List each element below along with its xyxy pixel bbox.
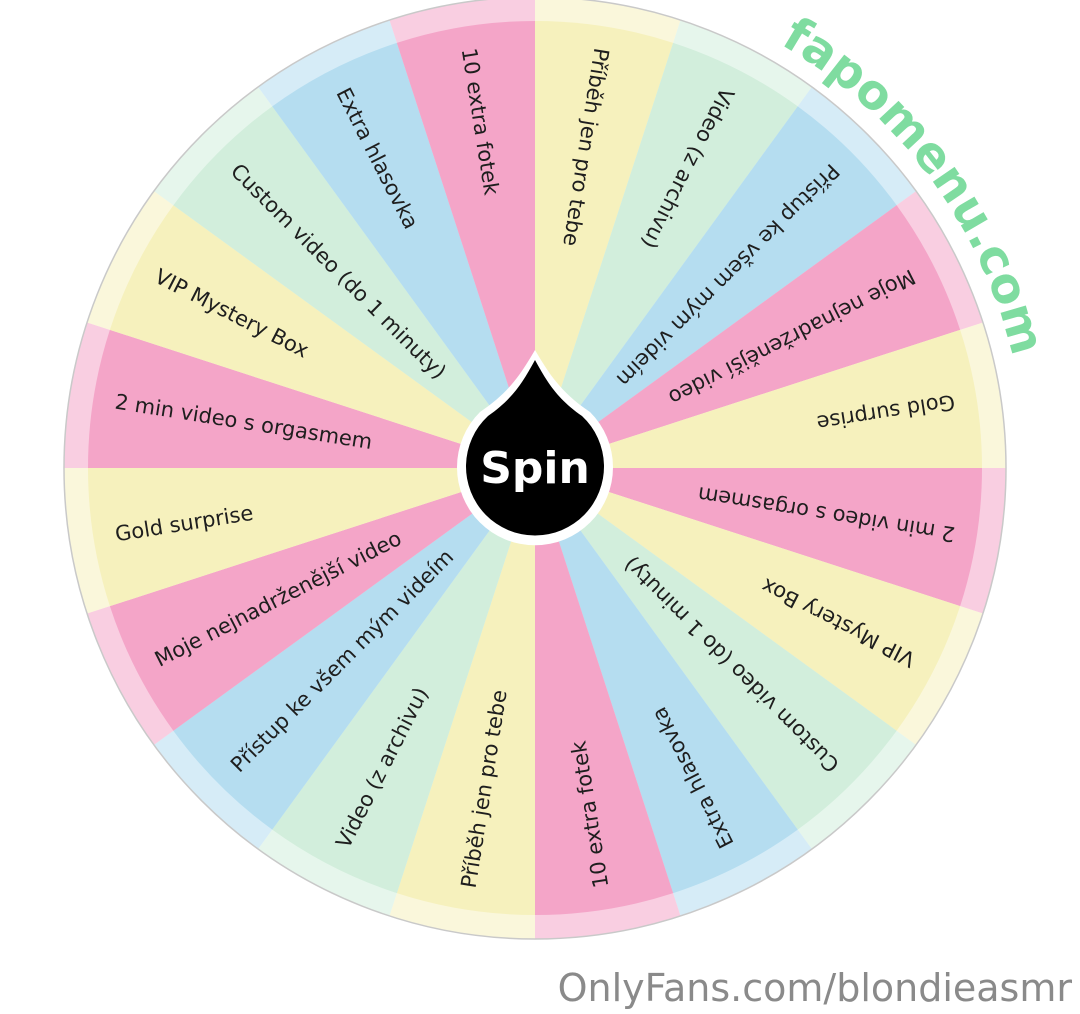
wheel-segment: Extra hlasovka — [535, 468, 812, 916]
wheel-segment: Extra hlasovka — [258, 20, 535, 469]
wheel-segment: 10 extra fotek — [389, 0, 535, 468]
segment-fill — [173, 106, 536, 469]
segment-fill — [396, 21, 535, 468]
segment-fill — [535, 468, 798, 894]
spin-button[interactable]: Spin — [457, 350, 614, 546]
segment-fill — [535, 468, 897, 830]
segment-fill — [88, 329, 535, 468]
spin-pointer-icon — [466, 360, 605, 536]
segment-fill — [173, 468, 536, 830]
segment-fill — [535, 468, 982, 607]
wheel-segment: Moje nejnadrženější video — [87, 468, 536, 745]
segment-fill — [272, 468, 535, 894]
wheel-segment: Příběh jen pro tebe — [389, 468, 535, 939]
segment-fill — [272, 42, 535, 468]
wheel-segment: 2 min video s orgasmem — [64, 322, 535, 468]
segment-fill — [88, 468, 535, 607]
segment-fill — [535, 329, 982, 468]
spin-button-label: Spin — [480, 443, 590, 494]
wheel-segment: Video (z archivu) — [535, 20, 812, 469]
wheel-segment: 10 extra fotek — [535, 468, 681, 939]
segment-fill — [535, 468, 961, 731]
segment-fill — [535, 205, 961, 468]
footer-credit: OnlyFans.com/blondieasmr — [557, 966, 1072, 1010]
segment-fill — [396, 468, 535, 915]
wheel-rim — [63, 0, 1007, 940]
wheel-segment: Gold surprise — [535, 322, 1006, 468]
wheel-segment: Příběh jen pro tebe — [535, 0, 681, 468]
segment-fill — [535, 468, 674, 915]
segment-fill — [535, 42, 798, 468]
wheel-segment: 2 min video s orgasmem — [535, 468, 1006, 614]
segment-fill — [535, 21, 674, 468]
segment-fill — [109, 205, 535, 468]
segment-fill — [535, 106, 897, 469]
wheel-segment: Gold surprise — [64, 468, 535, 614]
segment-fill — [109, 468, 535, 731]
